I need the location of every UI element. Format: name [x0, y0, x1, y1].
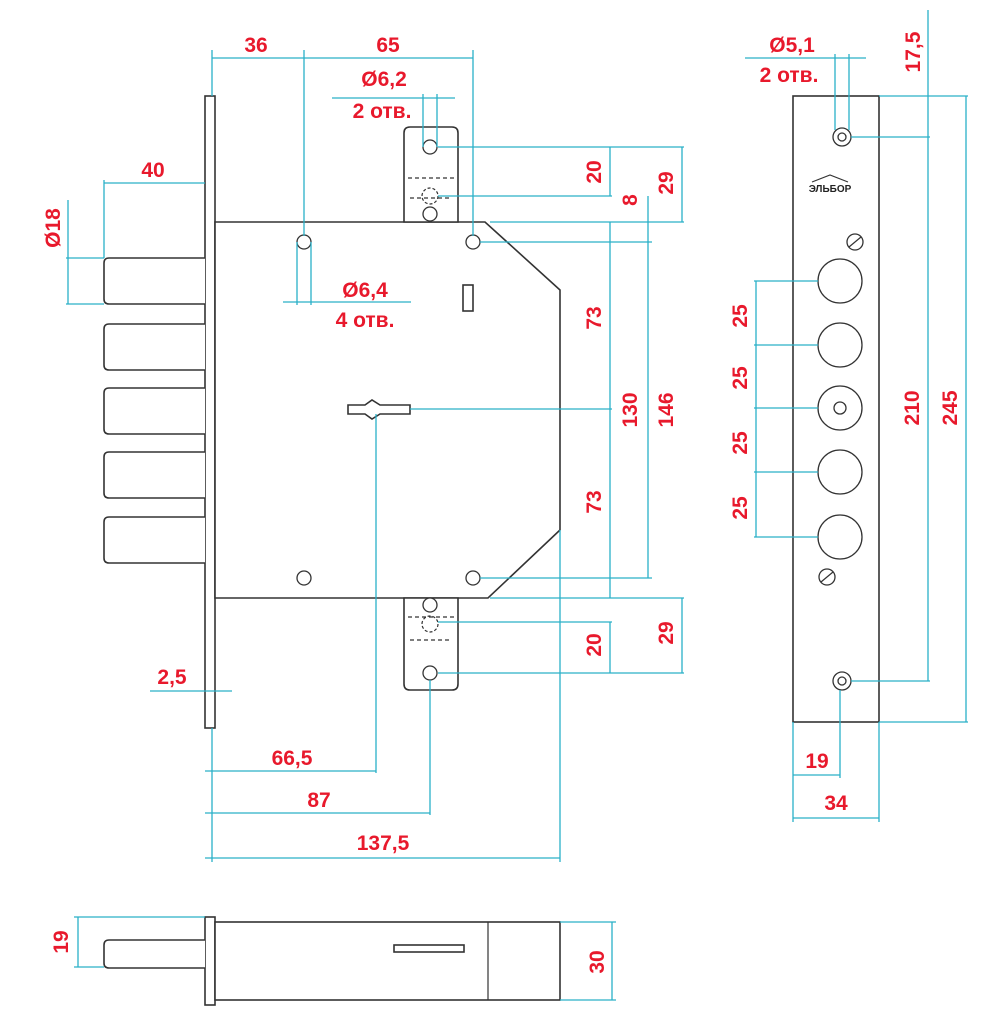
faceplate-strip	[204, 95, 216, 729]
case-hole-bottom-right	[465, 570, 481, 586]
dim-20-top: 20	[583, 160, 606, 183]
top-strike-dashed-slot	[408, 177, 454, 199]
lock-bottom-view	[103, 916, 561, 1006]
dim-17-5: 17,5	[902, 31, 925, 72]
side-view-labels: Ø5,1 2 отв. 17,5 25 25 25 25 210 245 19 …	[729, 31, 962, 815]
dim-2-5: 2,5	[157, 666, 187, 689]
dim-87: 87	[307, 789, 330, 812]
dim-73-bottom: 73	[583, 490, 606, 513]
dim-36: 36	[244, 34, 267, 57]
bolt-3	[103, 387, 205, 435]
faceplate-bolt-hole-1	[817, 258, 863, 304]
bottom-view-labels: 19 30	[50, 930, 609, 973]
dim-holes2b: 2 отв.	[760, 64, 819, 87]
dim-holes2a: 2 отв.	[353, 100, 412, 123]
bottom-view-case	[214, 921, 561, 1001]
dim-30: 30	[586, 950, 609, 973]
dim-29-bottom: 29	[655, 621, 678, 644]
dim-d64: Ø6,4	[342, 279, 388, 302]
bottom-strike-plate	[403, 597, 459, 691]
bottom-strike-hole-dashed	[421, 615, 439, 633]
dim-19-side: 19	[805, 750, 828, 773]
dim-146: 146	[655, 392, 678, 427]
dim-pitch-25-2: 25	[729, 366, 752, 390]
dim-73-top: 73	[583, 306, 606, 329]
dim-d51: Ø5,1	[769, 34, 815, 57]
dim-137-5: 137,5	[357, 832, 410, 855]
dim-29-top: 29	[655, 171, 678, 194]
bottom-view-slot	[393, 944, 465, 953]
dim-holes4: 4 отв.	[336, 309, 395, 332]
front-view-labels: 36 65 Ø6,2 2 отв. 40 Ø18 Ø6,4 4 отв. 20 …	[42, 34, 678, 855]
bottom-view-faceplate	[204, 916, 216, 1006]
dim-130: 130	[619, 392, 642, 427]
bolt-1	[103, 257, 205, 305]
faceplate-spindle-hole-inner	[833, 401, 847, 415]
dim-8: 8	[619, 194, 642, 206]
top-strike-hole-2	[422, 206, 438, 222]
bottom-strike-hole-1	[422, 597, 438, 613]
bottom-strike-hole-2	[422, 665, 438, 681]
dim-20-bottom: 20	[583, 633, 606, 656]
dim-pitch-25-3: 25	[729, 431, 752, 455]
dim-40: 40	[141, 159, 164, 182]
case-hole-top-right	[465, 234, 481, 250]
case-hole-top-left	[296, 234, 312, 250]
dim-pitch-25-1: 25	[729, 304, 752, 328]
faceplate-bolt-hole-4	[817, 514, 863, 560]
faceplate-bolt-hole-2	[817, 322, 863, 368]
case-slot	[462, 284, 474, 312]
faceplate-top-screw-hole-inner	[837, 132, 847, 142]
front-view-dimension-lines	[66, 50, 684, 862]
logo-mark	[811, 174, 849, 183]
faceplate-side-view: ЭЛЬБОР	[792, 95, 880, 723]
dim-65: 65	[376, 34, 400, 57]
bottom-view-dimension-lines	[74, 916, 616, 1001]
bolt-4	[103, 451, 205, 499]
dim-19-bottom: 19	[50, 930, 73, 953]
dim-pitch-25-4: 25	[729, 496, 752, 520]
dim-d18: Ø18	[42, 208, 65, 248]
case-hole-bottom-left	[296, 570, 312, 586]
dim-34: 34	[824, 792, 848, 815]
dim-d62: Ø6,2	[361, 68, 407, 91]
top-strike-hole	[422, 139, 438, 155]
bottom-strike-dashed-slot	[408, 616, 454, 641]
faceplate-bolt-hole-3	[817, 449, 863, 495]
bottom-view-bolt	[103, 939, 205, 969]
dim-245: 245	[939, 390, 962, 425]
keyhole	[347, 399, 411, 420]
faceplate-bottom-screw-hole-inner	[837, 676, 847, 686]
bolt-5	[103, 516, 205, 564]
dim-66-5: 66,5	[272, 747, 313, 770]
dim-210: 210	[901, 390, 924, 425]
lock-body-front-view	[103, 95, 561, 729]
side-view-dimension-lines	[745, 10, 968, 822]
faceplate-logo: ЭЛЬБОР	[809, 184, 852, 195]
bolt-2	[103, 323, 205, 371]
